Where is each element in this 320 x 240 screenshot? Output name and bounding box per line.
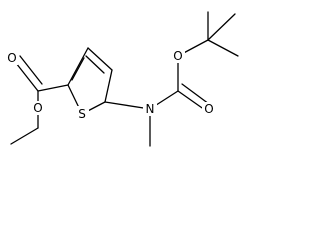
atom-label: O [7, 51, 16, 65]
atom-label: O [33, 101, 42, 115]
bond-ring-c4-c3 [87, 47, 113, 71]
atom-label: O [204, 102, 213, 116]
atom-label: N [146, 102, 155, 116]
atom-boc-ether-o: O [171, 49, 185, 63]
atom-ester-carbonyl-o: O [6, 51, 18, 65]
atom-label: S [78, 107, 86, 121]
bond-ring-c3-c2-inner [71, 57, 85, 81]
atom-boc-carbonyl-o: O [202, 102, 216, 116]
bond-ring-c5-c4 [104, 69, 113, 103]
atom-label: O [173, 49, 182, 63]
bond-ester-methyl [10, 127, 39, 145]
bond-ester-to-ring [37, 84, 69, 92]
bond-ring-to-n [104, 101, 151, 110]
bond-tbu-methyl-2 [207, 13, 236, 41]
atom-ester-ether-o: O [31, 101, 45, 115]
skeletal-formula: O O S N O O [6, 11, 239, 147]
structure-canvas: O O S N O O [6, 11, 239, 147]
bond-ester-carbonyl-double-b [19, 55, 43, 85]
bond-boc-carbonyl-double-a [177, 90, 206, 111]
bond-ring-c3-c2 [67, 47, 89, 86]
bond-boc-carbonyl-double-b [181, 83, 210, 105]
bond-ring-c4-c3-inner [85, 55, 105, 74]
bond-ester-carbonyl-double-a [15, 62, 39, 92]
atom-sulfur: S [76, 106, 89, 121]
bond-tbu-methyl-3 [207, 39, 239, 57]
atom-nitrogen: N [143, 102, 157, 116]
